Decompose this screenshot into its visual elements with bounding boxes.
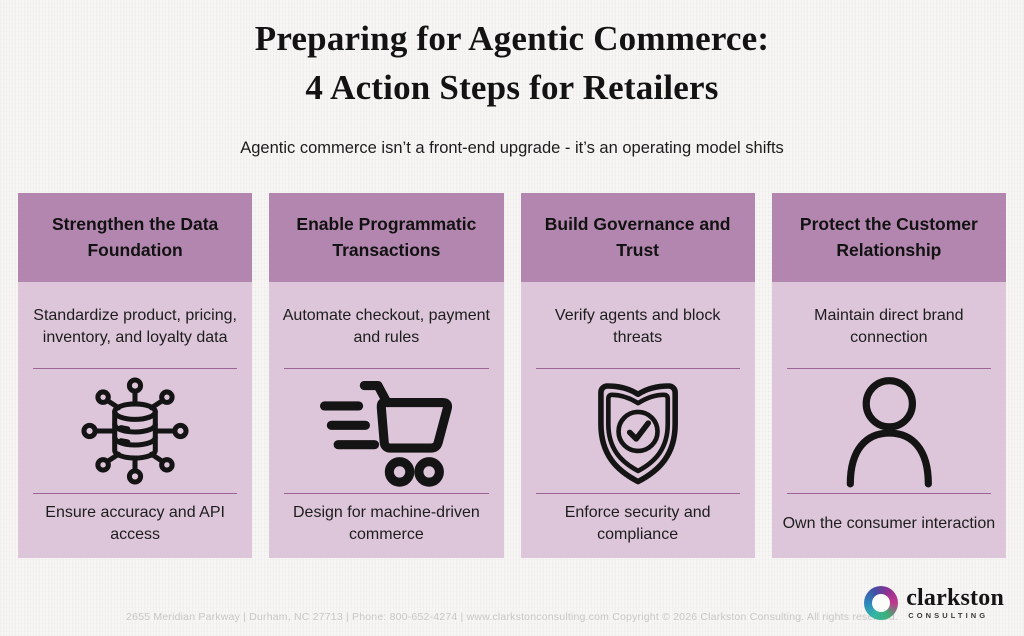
card-title: Strengthen the Data Foundation	[18, 193, 253, 282]
divider-line	[33, 368, 238, 369]
card-bottom-text: Ensure accuracy and API access	[45, 504, 225, 543]
card-bottom-text: Enforce security and compliance	[564, 504, 711, 543]
shield-check-icon	[521, 369, 755, 493]
action-step-card: Strengthen the Data Foundation Standardi…	[18, 193, 253, 558]
clarkston-ring-icon	[864, 586, 899, 620]
page-title-line1: Preparing for Agentic Commerce:	[254, 19, 770, 58]
card-bottom-text: Design for machine-driven commerce	[293, 504, 480, 543]
fast-cart-icon	[269, 369, 503, 493]
action-step-card: Protect the Customer Relationship Mainta…	[771, 193, 1006, 558]
action-steps-row: Strengthen the Data Foundation Standardi…	[18, 193, 1006, 558]
action-step-card: Enable Programmatic Transactions Automat…	[269, 193, 504, 558]
person-icon	[772, 369, 1006, 493]
page-title: Preparing for Agentic Commerce: 4 Action…	[0, 14, 1024, 112]
card-top-text: Standardize product, pricing, inventory,…	[33, 306, 237, 346]
divider-line	[284, 493, 489, 494]
divider-line	[535, 493, 740, 494]
database-network-icon	[18, 369, 252, 493]
divider-line	[33, 493, 238, 494]
action-step-card: Build Governance and Trust Verify agents…	[520, 193, 755, 558]
page-title-line2: 4 Action Steps for Retailers	[305, 68, 719, 107]
logo-name: clarkston	[906, 585, 1004, 612]
divider-line	[535, 368, 740, 369]
card-body: Maintain direct brand connection Own the…	[771, 282, 1006, 558]
divider-line	[786, 493, 991, 494]
card-bottom-text: Own the consumer interaction	[782, 515, 996, 533]
card-top-text: Verify agents and block threats	[554, 306, 721, 346]
card-title: Build Governance and Trust	[520, 193, 755, 282]
card-title: Enable Programmatic Transactions	[269, 193, 504, 282]
card-top-text: Maintain direct brand connection	[814, 306, 964, 346]
divider-line	[786, 368, 991, 369]
clarkston-logo: clarkston CONSULTING	[864, 586, 1004, 620]
card-top-text: Automate checkout, payment and rules	[282, 306, 490, 346]
card-body: Standardize product, pricing, inventory,…	[18, 282, 253, 558]
footer-fine-print: 2655 Meridian Parkway | Durham, NC 27713…	[126, 611, 898, 623]
card-title: Protect the Customer Relationship	[771, 193, 1006, 282]
divider-line	[284, 368, 489, 369]
card-body: Verify agents and block threats Enforce …	[520, 282, 755, 558]
logo-tagline: CONSULTING	[908, 611, 989, 621]
card-body: Automate checkout, payment and rules Des…	[269, 282, 504, 558]
page-subtitle: Agentic commerce isn’t a front-end upgra…	[240, 139, 784, 157]
logo-text: clarkston CONSULTING	[906, 586, 1004, 620]
